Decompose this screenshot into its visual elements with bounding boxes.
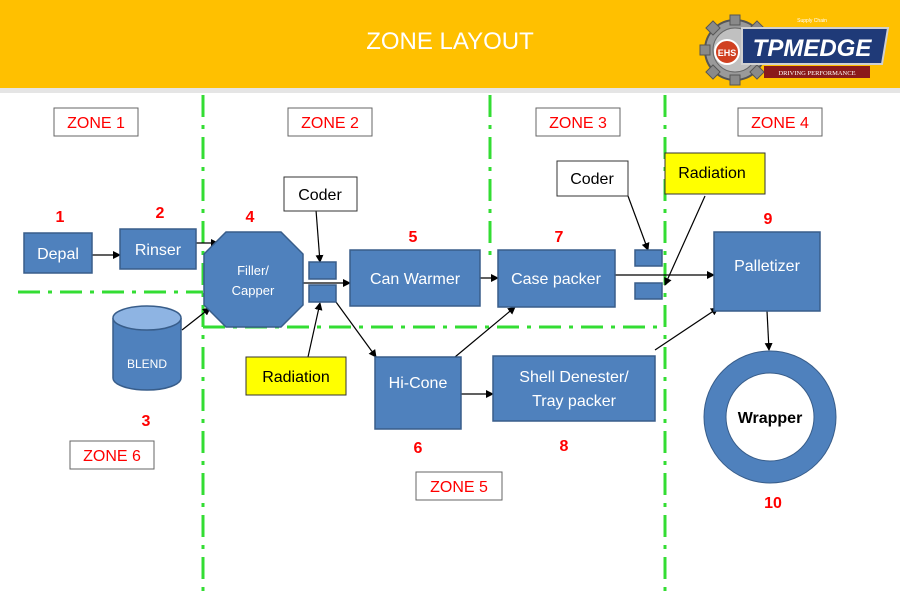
station-number-2: 2: [156, 205, 165, 222]
logo-top-tag: Supply Chain: [797, 18, 827, 24]
radiation-callout-1: [245, 356, 347, 396]
zone-5-label: ZONE 5: [430, 479, 488, 496]
shell-label-line2: Tray packer: [532, 393, 617, 410]
zone-boundaries: [18, 95, 667, 595]
station-number-1: 1: [56, 209, 65, 226]
brand-name: TPMEDGE: [753, 35, 873, 62]
radiation-callout-2: [664, 152, 766, 195]
palletizer-label: Palletizer: [734, 258, 800, 275]
case-packer-label: Case packer: [511, 271, 601, 288]
hi-cone-box: [374, 356, 462, 430]
station-number-10: 10: [764, 495, 782, 512]
can-warmer-label: Can Warmer: [370, 271, 461, 288]
radiation-callout-2-text: Radiation: [678, 165, 746, 182]
hi-cone-label: Hi-Cone: [389, 375, 448, 392]
shell-label-line1: Shell Denester/: [519, 369, 629, 386]
arrow-coder2: [627, 195, 650, 251]
palletizer-box: [713, 231, 821, 312]
page-title: ZONE LAYOUT: [366, 28, 534, 55]
zone-2-label: ZONE 2: [301, 115, 359, 132]
zone-1-box: [53, 107, 139, 137]
coder-callout-2: [556, 160, 629, 197]
logo-tagline: DRIVING PERFORMANCE: [778, 70, 855, 77]
zone-3-label: ZONE 3: [549, 115, 607, 132]
tagline-bar: [764, 66, 870, 78]
station-number-3: 3: [142, 413, 151, 430]
shell-denester-box: [492, 355, 656, 422]
tpm-edge-logo: EHS Supply Chain TPMEDGE DRIVING PERFORM…: [699, 14, 890, 86]
arrow-shell-palletizer: [654, 307, 719, 351]
station-number-4: 4: [246, 209, 255, 226]
coder-unit-1: [308, 261, 337, 280]
coder-callout-1: [283, 176, 358, 212]
can-warmer-box: [349, 249, 481, 307]
coder-callout-1-text: Coder: [298, 187, 342, 204]
zone-4-label: ZONE 4: [751, 115, 809, 132]
zone-5-box: [415, 471, 503, 501]
wrapper-ring-outer-edge: [703, 350, 837, 484]
case-packer-box: [497, 249, 616, 308]
zone-4-box: [737, 107, 823, 137]
zone-6-label: ZONE 6: [83, 448, 141, 465]
station-number-7: 7: [555, 229, 564, 246]
arrow-coder1: [315, 209, 324, 263]
zone-1-label: ZONE 1: [67, 115, 125, 132]
arrow-hicone-casepacker: [454, 306, 516, 358]
station-number-5: 5: [409, 229, 418, 246]
depal-label: Depal: [37, 246, 79, 263]
filler-label-line1: Filler/: [237, 263, 269, 278]
zone-3-box: [535, 107, 621, 137]
rinser-box: [119, 228, 197, 270]
wrapper-label: Wrapper: [738, 410, 803, 427]
station-number-8: 8: [560, 438, 569, 455]
blend-label: BLEND: [127, 357, 167, 371]
radiation-callout-1-text: Radiation: [262, 369, 330, 386]
coder-callout-2-text: Coder: [570, 171, 614, 188]
arrow-blend-filler: [181, 307, 211, 331]
radiation-unit-2: [634, 282, 663, 300]
wrapper-ring: [704, 351, 836, 483]
flow-arrows: [92, 195, 773, 398]
wrapper-ring-inner-edge: [725, 372, 815, 462]
zone-6-box: [69, 440, 155, 470]
arrow-radiation2: [664, 195, 706, 286]
station-number-9: 9: [764, 211, 773, 228]
brand-banner: [741, 27, 890, 65]
filler-capper-octagon: [203, 231, 304, 328]
zone-2-box: [287, 107, 373, 137]
blend-tank: [112, 305, 182, 391]
arrow-filler-hicone: [335, 301, 377, 358]
arrow-palletizer-wrapper: [764, 310, 773, 351]
filler-label-line2: Capper: [232, 283, 275, 298]
ehs-badge-text: EHS: [718, 48, 737, 58]
coder-unit-2: [634, 249, 663, 267]
radiation-unit-1: [308, 284, 337, 303]
depal-box: [23, 232, 93, 274]
header-divider: [0, 88, 900, 93]
ehs-badge: [714, 39, 740, 65]
station-number-6: 6: [414, 440, 423, 457]
rinser-label: Rinser: [135, 242, 182, 259]
arrow-radiation1: [307, 302, 323, 358]
